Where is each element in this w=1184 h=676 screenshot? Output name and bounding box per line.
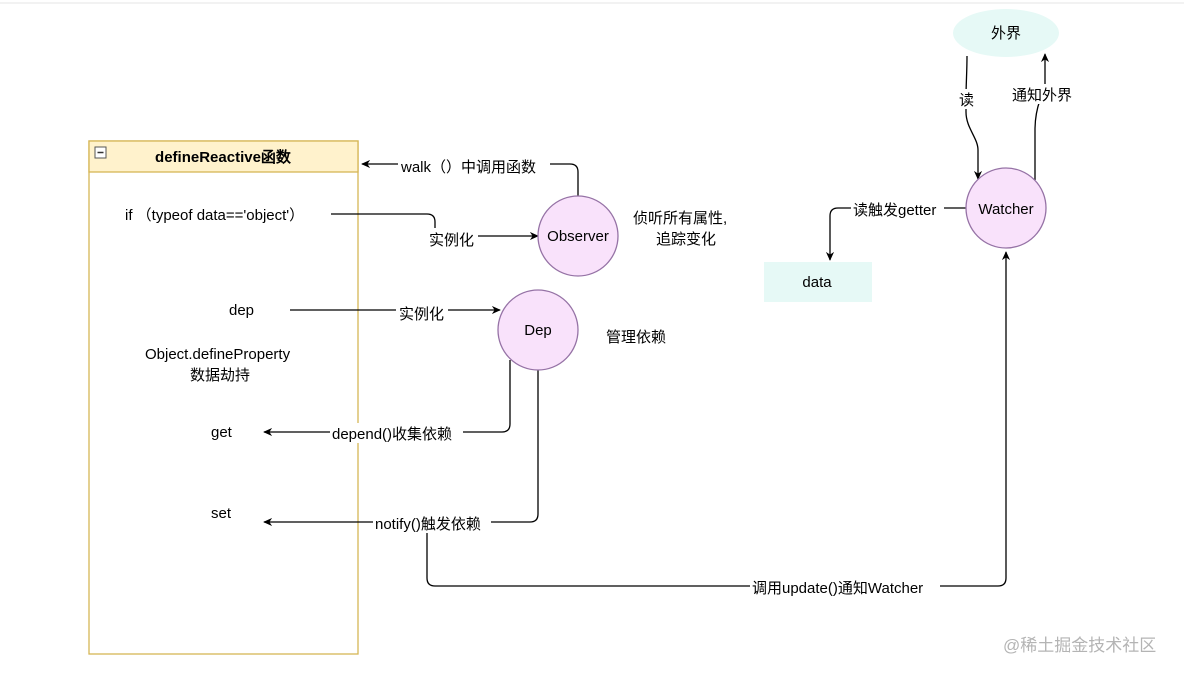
swimlane-title: defineReactive函数 [155, 148, 292, 166]
swimlane-body [88, 140, 359, 655]
observer-note-line1: 侦听所有属性, [633, 210, 727, 227]
get-label: get [211, 424, 233, 441]
notify-label: notify()触发依赖 [375, 516, 481, 533]
observer-node[interactable]: Observer [537, 195, 619, 277]
outside-node[interactable]: 外界 [953, 9, 1059, 57]
dep-label: dep [229, 302, 254, 319]
walk-edge[interactable] [361, 159, 579, 196]
notify-outside-label: 通知外界 [1012, 87, 1072, 104]
define-property-label: Object.defineProperty [145, 346, 291, 363]
dep-node-label: Dep [524, 322, 552, 339]
update-edge[interactable] [426, 251, 1011, 587]
if-typeof-label: if （typeof data=='object'） [125, 207, 304, 224]
dep-node[interactable]: Dep [497, 289, 579, 371]
instantiate-dep-label: 实例化 [399, 306, 444, 323]
watermark: @稀土掘金技术社区 [1003, 636, 1156, 655]
notify-label-bg [373, 513, 491, 533]
update-label: 调用update()通知Watcher [752, 580, 923, 597]
outside-node-label: 外界 [991, 25, 1021, 42]
dep-note: 管理依赖 [606, 329, 666, 346]
read-getter-label: 读触发getter [853, 202, 936, 219]
notify-edge[interactable] [263, 370, 539, 527]
walk-edge-label: walk（）中调用函数 [400, 159, 536, 176]
depend-label-bg [330, 423, 463, 443]
data-hijack-label: 数据劫持 [190, 367, 250, 384]
read-getter-label-bg [851, 199, 944, 219]
read-label-bg [956, 89, 978, 109]
notify-outside-label-bg [1010, 84, 1078, 104]
instantiate-observer-label-bg [426, 228, 478, 248]
watcher-node[interactable]: Watcher [965, 167, 1047, 249]
watcher-node-label: Watcher [978, 201, 1033, 218]
data-node-label: data [802, 274, 832, 291]
update-label-bg [750, 577, 940, 597]
swimlane-header [88, 140, 359, 173]
walk-edge-label-bg [398, 154, 550, 176]
read-label: 读 [959, 92, 974, 109]
depend-edge[interactable] [263, 360, 511, 437]
read-edge[interactable] [965, 55, 983, 180]
observer-node-label: Observer [547, 228, 609, 245]
data-node[interactable]: data [764, 262, 872, 302]
read-getter-edge[interactable] [825, 207, 966, 261]
set-label: set [211, 505, 232, 522]
define-reactive-container[interactable]: defineReactive函数 if （typeof data=='objec… [88, 140, 359, 655]
observer-note-line2: 追踪变化 [656, 231, 716, 248]
instantiate-dep-label-bg [396, 304, 448, 324]
notify-outside-edge[interactable] [1034, 53, 1050, 180]
instantiate-observer-label: 实例化 [429, 232, 474, 249]
depend-label: depend()收集依赖 [332, 426, 452, 443]
collapse-icon[interactable] [94, 146, 107, 159]
